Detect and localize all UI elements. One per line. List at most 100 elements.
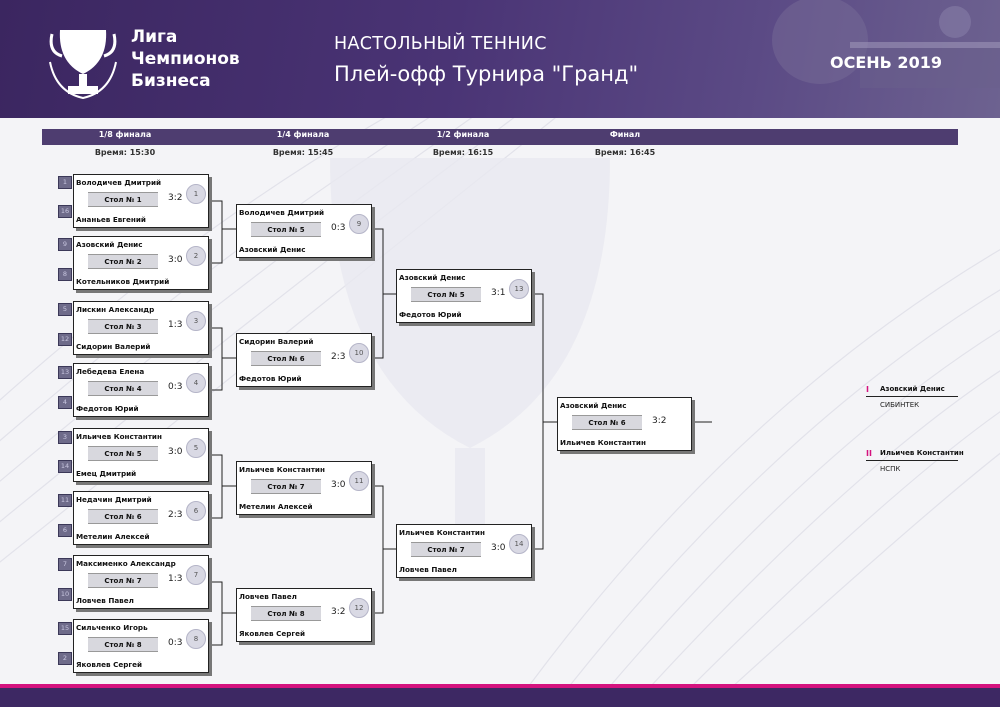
table-label: Стол № 6 [251, 351, 321, 366]
table-label: Стол № 2 [88, 254, 158, 269]
table-label: Стол № 1 [88, 192, 158, 207]
table-label: Стол № 5 [411, 287, 481, 302]
match-number: 3 [186, 311, 206, 331]
match-number: 10 [349, 343, 369, 363]
seed-badge: 3 [58, 431, 72, 444]
player-2: Метелин Алексей [76, 532, 150, 541]
player-1: Азовский Денис [399, 273, 466, 282]
match-number: 5 [186, 438, 206, 458]
table-label: Стол № 7 [88, 573, 158, 588]
match-5[interactable]: Ильичев Константин Стол № 5 3:0 5 Емец Д… [73, 428, 209, 482]
player-1: Азовский Денис [560, 401, 627, 410]
player-1: Ильичев Константин [239, 465, 325, 474]
winner-organization: СИБИНТЕК [880, 401, 920, 409]
match-final[interactable]: Азовский Денис Стол № 6 3:2 Ильичев Конс… [557, 397, 692, 451]
league-logo-text: Лига Чемпионов Бизнеса [131, 26, 240, 92]
match-score: 2:3 [168, 510, 183, 520]
winner-name: Азовский Денис [880, 385, 945, 393]
seed-badge: 14 [58, 460, 72, 473]
table-label: Стол № 6 [572, 415, 642, 430]
runner-up-name: Ильичев Константин [880, 449, 964, 457]
match-9[interactable]: Володичев Дмитрий Стол № 5 0:3 9 Азовски… [236, 204, 372, 258]
round-time-sf: Время: 16:15 [432, 148, 494, 157]
table-label: Стол № 6 [88, 509, 158, 524]
seed-badge: 16 [58, 205, 72, 218]
table-label: Стол № 8 [88, 637, 158, 652]
match-7[interactable]: Максименко Александр Стол № 7 1:3 7 Ловч… [73, 555, 209, 609]
match-score: 3:1 [491, 288, 506, 298]
match-score: 3:0 [491, 543, 506, 553]
match-number: 11 [349, 471, 369, 491]
result-divider [866, 396, 958, 397]
seed-badge: 12 [58, 333, 72, 346]
match-10[interactable]: Сидорин Валерий Стол № 6 2:3 10 Федотов … [236, 333, 372, 387]
table-label: Стол № 5 [88, 446, 158, 461]
player-2: Котельников Дмитрий [76, 277, 170, 286]
seed-badge: 10 [58, 588, 72, 601]
match-6[interactable]: Недачин Дмитрий Стол № 6 2:3 6 Метелин А… [73, 491, 209, 545]
seed-badge: 2 [58, 652, 72, 665]
round-name-sf: 1/2 финала [436, 130, 490, 139]
rank-label: I [866, 385, 869, 394]
seed-badge: 15 [58, 622, 72, 635]
match-number: 7 [186, 565, 206, 585]
match-score: 2:3 [331, 352, 346, 362]
season-label: ОСЕНЬ 2019 [830, 53, 942, 72]
sport-name: НАСТОЛЬНЫЙ ТЕННИС [334, 34, 547, 54]
player-1: Володичев Дмитрий [239, 208, 325, 217]
table-label: Стол № 8 [251, 606, 321, 621]
player-2: Федотов Юрий [399, 310, 462, 319]
seed-badge: 6 [58, 524, 72, 537]
seed-badge: 13 [58, 366, 72, 379]
match-score: 1:3 [168, 320, 183, 330]
logo-line-1: Лига [131, 27, 178, 47]
match-4[interactable]: Лебедева Елена Стол № 4 0:3 4 Федотов Юр… [73, 363, 209, 417]
player-2: Азовский Денис [239, 245, 306, 254]
match-score: 3:2 [331, 607, 346, 617]
match-number: 14 [509, 534, 529, 554]
player-2: Сидорин Валерий [76, 342, 151, 351]
match-11[interactable]: Ильичев Константин Стол № 7 3:0 11 Метел… [236, 461, 372, 515]
player-1: Ильичев Константин [399, 528, 485, 537]
player-1: Володичев Дмитрий [76, 178, 162, 187]
match-score: 3:0 [168, 447, 183, 457]
match-13[interactable]: Азовский Денис Стол № 5 3:1 13 Федотов Ю… [396, 269, 532, 323]
footer-bar [0, 684, 1000, 707]
match-score: 3:0 [168, 255, 183, 265]
round-name-r16: 1/8 финала [98, 130, 152, 139]
match-score: 3:2 [168, 193, 183, 203]
player-2: Ловчев Павел [76, 596, 134, 605]
page-header: Лига Чемпионов Бизнеса НАСТОЛЬНЫЙ ТЕННИС… [0, 0, 1000, 118]
player-1: Сидорин Валерий [239, 337, 314, 346]
round-name-qf: 1/4 финала [276, 130, 330, 139]
match-score: 3:0 [331, 480, 346, 490]
table-label: Стол № 7 [251, 479, 321, 494]
round-time-final: Время: 16:45 [594, 148, 656, 157]
player-2: Емец Дмитрий [76, 469, 137, 478]
trophy-cup-icon [49, 30, 117, 100]
match-12[interactable]: Ловчев Павел Стол № 8 3:2 12 Яковлев Сер… [236, 588, 372, 642]
table-label: Стол № 7 [411, 542, 481, 557]
match-8[interactable]: Сильченко Игорь Стол № 8 0:3 8 Яковлев С… [73, 619, 209, 673]
match-score: 3:2 [652, 416, 667, 426]
match-2[interactable]: Азовский Денис Стол № 2 3:0 2 Котельнико… [73, 236, 209, 290]
table-label: Стол № 4 [88, 381, 158, 396]
player-2: Ловчев Павел [399, 565, 457, 574]
logo-line-2: Чемпионов [131, 49, 240, 69]
match-number: 6 [186, 501, 206, 521]
match-14[interactable]: Ильичев Константин Стол № 7 3:0 14 Ловче… [396, 524, 532, 578]
player-2: Ильичев Константин [560, 438, 646, 447]
player-1: Лебедева Елена [76, 367, 145, 376]
match-number: 12 [349, 598, 369, 618]
match-1[interactable]: Володичев Дмитрий Стол № 1 3:2 1 Ананьев… [73, 174, 209, 228]
round-time-r16: Время: 15:30 [94, 148, 156, 157]
seed-badge: 9 [58, 238, 72, 251]
match-3[interactable]: Лискин Александр Стол № 3 1:3 3 Сидорин … [73, 301, 209, 355]
match-score: 0:3 [168, 382, 183, 392]
seed-badge: 8 [58, 268, 72, 281]
table-tennis-decoration [772, 0, 1000, 88]
seed-badge: 11 [58, 494, 72, 507]
result-first-place: I Азовский Денис СИБИНТЕК [866, 385, 958, 413]
player-1: Максименко Александр [76, 559, 176, 568]
match-score: 1:3 [168, 574, 183, 584]
